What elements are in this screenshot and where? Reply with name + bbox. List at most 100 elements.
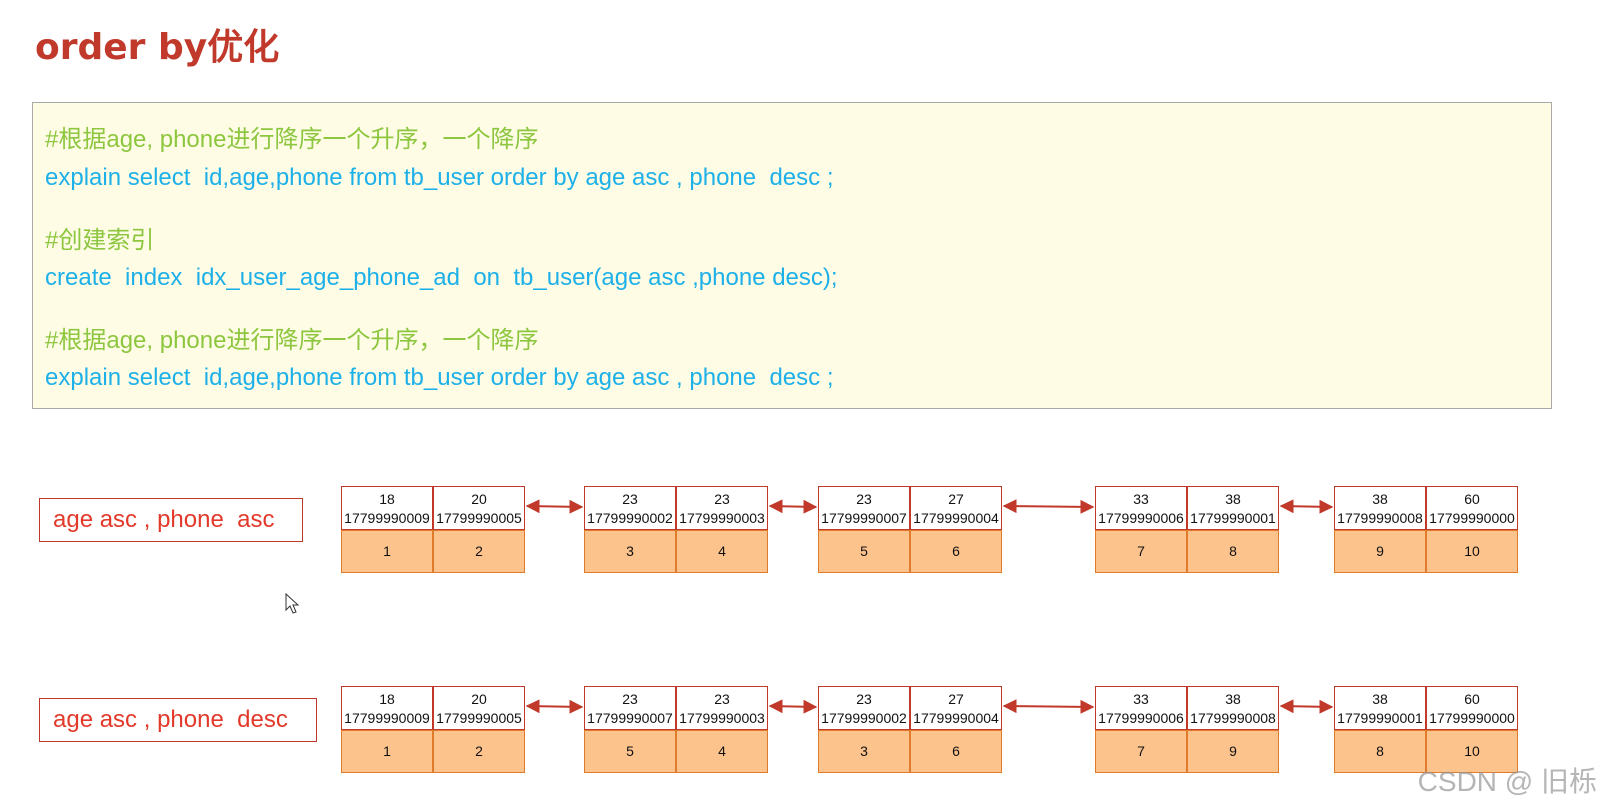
row-id-cell: 2 [433, 730, 525, 773]
key-phone: 17799990006 [1098, 710, 1184, 726]
key-phone: 17799990000 [1429, 510, 1515, 526]
key-phone: 17799990007 [587, 710, 673, 726]
key-phone: 17799990003 [679, 510, 765, 526]
row-id-cell: 3 [818, 730, 910, 773]
key-age: 23 [714, 491, 730, 507]
key-phone: 17799990009 [344, 510, 430, 526]
key-phone: 17799990009 [344, 710, 430, 726]
row-id-cell: 9 [1187, 730, 1279, 773]
key-age: 18 [379, 691, 395, 707]
key-age: 18 [379, 491, 395, 507]
key-age: 23 [622, 691, 638, 707]
row-id-cell: 4 [676, 530, 768, 573]
mouse-cursor-icon [285, 593, 300, 614]
key-age: 27 [948, 491, 964, 507]
key-phone: 17799990000 [1429, 710, 1515, 726]
row-id-cell: 3 [584, 530, 676, 573]
row-label-asc-asc: age asc , phone asc [39, 498, 303, 542]
code-comment-create-index: #创建索引 [45, 227, 155, 254]
index-key-cell: 60 17799990000 [1426, 686, 1518, 730]
row-id-cell: 10 [1426, 730, 1518, 773]
key-phone: 17799990006 [1098, 510, 1184, 526]
key-age: 38 [1372, 691, 1388, 707]
key-phone: 17799990004 [913, 510, 999, 526]
key-age: 20 [471, 491, 487, 507]
watermark: CSDN @ 旧栎 [1417, 766, 1597, 797]
key-age: 33 [1133, 691, 1149, 707]
row-id-cell: 9 [1334, 530, 1426, 573]
key-age: 38 [1372, 491, 1388, 507]
leaf-link-arrow [1002, 699, 1095, 714]
code-explain-query-again: explain select id,age,phone from tb_user… [45, 364, 834, 391]
row-id-cell: 8 [1187, 530, 1279, 573]
index-key-cell: 18 17799990009 [341, 486, 433, 530]
index-key-cell: 23 17799990002 [818, 686, 910, 730]
page-title: order by优化 [35, 27, 280, 68]
key-phone: 17799990008 [1337, 510, 1423, 526]
leaf-node: 33 17799990006 7 38 17799990001 8 [1095, 486, 1279, 573]
key-age: 23 [622, 491, 638, 507]
row-id-cell: 7 [1095, 530, 1187, 573]
index-key-cell: 23 17799990007 [818, 486, 910, 530]
key-phone: 17799990008 [1190, 710, 1276, 726]
key-phone: 17799990002 [587, 510, 673, 526]
row-id-cell: 6 [910, 530, 1002, 573]
row-id-cell: 7 [1095, 730, 1187, 773]
row-label-asc-desc: age asc , phone desc [39, 698, 317, 742]
index-key-cell: 27 17799990004 [910, 686, 1002, 730]
index-key-cell: 38 17799990001 [1187, 486, 1279, 530]
key-phone: 17799990007 [821, 510, 907, 526]
row-id-cell: 5 [584, 730, 676, 773]
row-id-cell: 6 [910, 730, 1002, 773]
index-key-cell: 27 17799990004 [910, 486, 1002, 530]
leaf-link-arrow [768, 699, 818, 714]
index-key-cell: 23 17799990007 [584, 686, 676, 730]
leaf-link-arrow [1279, 499, 1334, 514]
leaf-link-arrow [525, 699, 584, 714]
key-phone: 17799990005 [436, 710, 522, 726]
code-explain-query: explain select id,age,phone from tb_user… [45, 164, 834, 191]
key-phone: 17799990002 [821, 710, 907, 726]
row-id-cell: 8 [1334, 730, 1426, 773]
key-phone: 17799990001 [1337, 710, 1423, 726]
leaf-link-arrow [1002, 499, 1095, 514]
key-age: 23 [856, 491, 872, 507]
row-id-cell: 10 [1426, 530, 1518, 573]
leaf-link-arrow [1279, 699, 1334, 714]
key-age: 33 [1133, 491, 1149, 507]
code-comment-sort: #根据age, phone进行降序一个升序，一个降序 [45, 126, 539, 153]
key-phone: 17799990001 [1190, 510, 1276, 526]
row-id-cell: 4 [676, 730, 768, 773]
index-key-cell: 38 17799990001 [1334, 686, 1426, 730]
key-age: 23 [856, 691, 872, 707]
index-key-cell: 23 17799990002 [584, 486, 676, 530]
key-age: 60 [1464, 691, 1480, 707]
index-key-cell: 33 17799990006 [1095, 686, 1187, 730]
key-phone: 17799990004 [913, 710, 999, 726]
key-age: 23 [714, 691, 730, 707]
key-age: 38 [1225, 491, 1241, 507]
index-key-cell: 33 17799990006 [1095, 486, 1187, 530]
leaf-node: 23 17799990002 3 23 17799990003 4 [584, 486, 768, 573]
index-key-cell: 38 17799990008 [1334, 486, 1426, 530]
sql-code-block: #根据age, phone进行降序一个升序，一个降序 explain selec… [32, 102, 1552, 409]
code-comment-sort-again: #根据age, phone进行降序一个升序，一个降序 [45, 327, 539, 354]
index-key-cell: 18 17799990009 [341, 686, 433, 730]
key-age: 27 [948, 691, 964, 707]
leaf-node: 38 17799990001 8 60 17799990000 10 [1334, 686, 1518, 773]
row-id-cell: 1 [341, 730, 433, 773]
leaf-link-arrow [768, 499, 818, 514]
row-id-cell: 2 [433, 530, 525, 573]
row-id-cell: 5 [818, 530, 910, 573]
index-key-cell: 23 17799990003 [676, 486, 768, 530]
